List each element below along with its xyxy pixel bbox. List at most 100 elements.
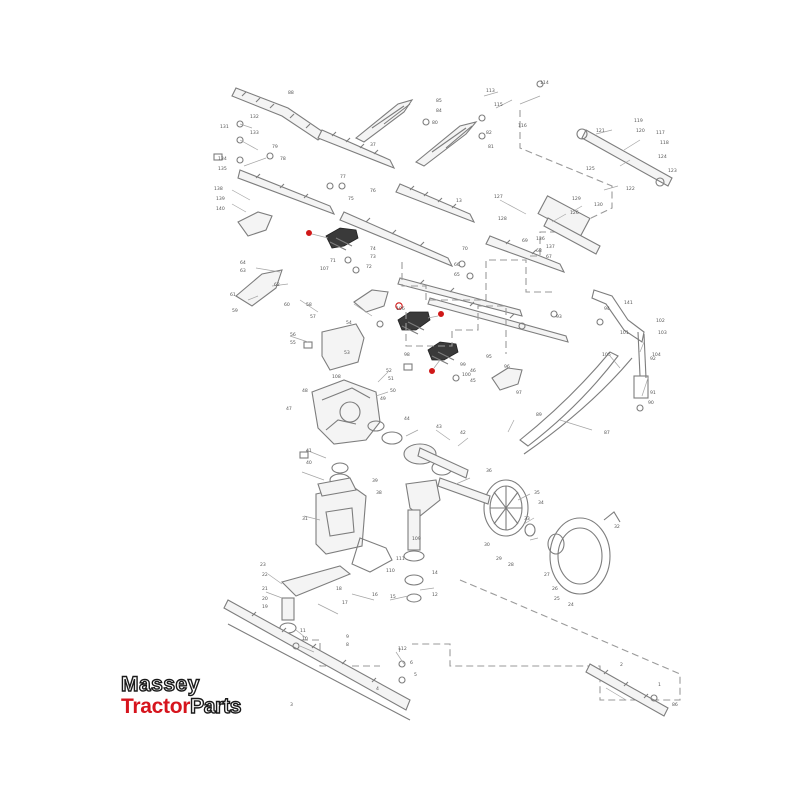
logo-word-parts: Parts [189,695,242,718]
callout: 111 [396,556,405,562]
callout: 27 [544,572,550,578]
callout: 65 [454,272,460,278]
callout: 39 [372,478,378,484]
callout: 72 [366,264,372,270]
callout: 141 [624,300,633,306]
knife-bar-middle [237,169,566,273]
callout: 103 [658,330,667,336]
callout: 4 [376,686,379,692]
knife-bar-bottom-right [585,663,669,717]
highlighted-guard-1 [325,227,359,251]
callout: 58 [306,302,312,308]
callout: 19 [262,604,268,610]
callout: 6 [410,660,413,666]
callout: 32 [614,524,620,530]
highlight-markers [305,229,445,375]
callout: 136 [536,236,545,242]
callout: 73 [370,254,376,260]
callout: 41 [306,448,312,454]
drive-shaft-upper [537,128,673,255]
part-numbers: 113 114 115 116 117 118 119 120 121 122 … [214,80,678,708]
callout: 71 [330,258,336,264]
callout: 3 [290,702,293,708]
callout: 7 [398,648,401,654]
callout: 15 [390,594,396,600]
callout: 47 [286,406,292,412]
callout: 98 [404,352,410,358]
callout: 63 [240,268,246,274]
callout: 139 [216,196,225,202]
callout: 87 [604,430,610,436]
callout: 124 [658,154,667,160]
frame-outline-mid [401,259,556,301]
callout: 101 [620,330,629,336]
marker-guard-2 [437,310,445,318]
callout: 126 [570,210,579,216]
callout: 93 [556,314,562,320]
callout: 97 [516,390,522,396]
callout: 13 [456,198,462,204]
callout: 25 [554,596,560,602]
knife-bar-bottom [223,599,411,721]
guard-mid-plain [353,289,523,391]
callout: 110 [386,568,395,574]
knife-bar-upper-right [395,183,476,224]
callout: 140 [216,206,225,212]
callout: 102 [656,318,665,324]
callout: 116 [518,123,527,129]
callout: 99 [460,362,466,368]
curved-shield [519,351,633,455]
callout: 2 [620,662,623,668]
callout: 79 [272,144,278,150]
callout: 23 [260,562,266,568]
callout: 138 [214,186,223,192]
callout: 42 [460,430,466,436]
gearbox-shaft-vertical [403,479,441,603]
callout: 114 [540,80,549,86]
callout: 43 [436,424,442,430]
callout: 117 [656,130,665,136]
highlighted-guard-2 [397,311,431,335]
pulley-disc [524,511,621,595]
callout: 67 [546,254,552,260]
callout: 12 [432,592,438,598]
callout: 40 [306,460,312,466]
knife-bar-upper-left [231,87,327,141]
callout: 107 [320,266,329,272]
callout: 69 [522,238,528,244]
callout: 51 [388,376,394,382]
marker-guard-3 [428,367,436,375]
callout: 123 [668,168,677,174]
callout: 38 [376,490,382,496]
callout: 53 [344,350,350,356]
callout: 119 [634,118,643,124]
callout: 10 [302,636,308,642]
frame-outline-lower-left [290,639,380,667]
callout: 86 [672,702,678,708]
callout: 128 [498,216,507,222]
callout: 77 [340,174,346,180]
massey-tractor-parts-logo: Massey TractorParts [120,673,281,718]
logo-line-massey: Massey [120,673,200,696]
callout: 112 [398,646,407,652]
callout: 105 [602,352,611,358]
callout: 113 [486,88,495,94]
callout: 135 [218,166,227,172]
callout: 54 [346,320,352,326]
callout: 132 [250,114,259,120]
callout: 8 [346,642,349,648]
callout: 49 [380,396,386,402]
callout: 130 [594,202,603,208]
callout: 78 [280,156,286,162]
callout: 20 [262,596,268,602]
support-bracket [315,477,367,555]
callout: 46 [470,368,476,374]
callout: 21 [262,586,268,592]
logo-line-tractorparts: TractorParts [121,695,281,718]
callout: 61 [230,292,236,298]
callout: 74 [370,246,376,252]
callout: 109 [412,536,421,542]
callout: 44 [404,416,410,422]
callout: 88 [288,90,294,96]
